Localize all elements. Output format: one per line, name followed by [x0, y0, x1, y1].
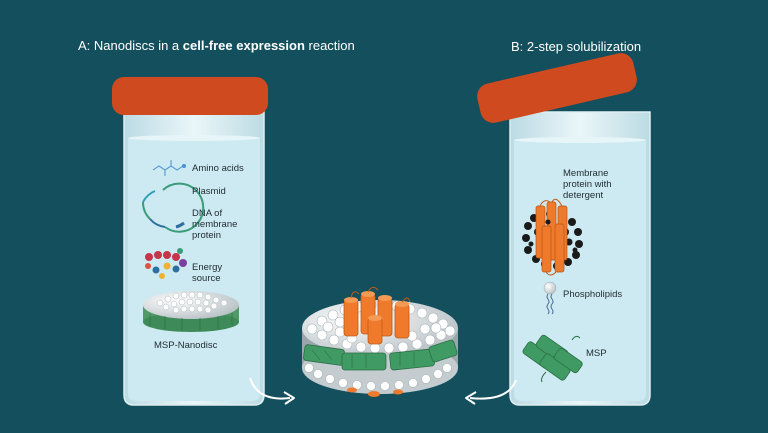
energy-source-icon — [145, 248, 187, 279]
membrane-protein-label: Membrane protein with detergent — [563, 168, 612, 201]
phospholipids-label: Phospholipids — [563, 289, 623, 300]
membrane-protein-detergent-icon — [522, 198, 583, 276]
arrow-right-icon — [465, 379, 517, 405]
plasmid-label: Plasmid — [192, 186, 226, 197]
msp-label: MSP — [586, 348, 607, 359]
panel-b-title: B: 2-step solubilization — [511, 39, 642, 54]
msp-nanodisc-small-icon — [143, 291, 239, 332]
msp-nanodisc-label: MSP-Nanodisc — [154, 340, 218, 351]
panel-a-title: A: Nanodiscs in a cell-free expression r… — [78, 38, 355, 53]
msp-protein-icon — [522, 334, 583, 383]
tube-a — [112, 77, 268, 406]
energy-source-label: Energy source — [192, 262, 223, 284]
plasmid-icon — [141, 182, 205, 233]
tube-b-cap — [477, 53, 637, 123]
amino-acids-label: Amino acids — [192, 163, 244, 174]
dna-label: DNA of membrane protein — [192, 208, 238, 241]
arrow-left-icon — [249, 377, 295, 405]
amino-acid-icon — [152, 160, 186, 176]
nanodisc-with-protein-large — [302, 286, 458, 397]
phospholipid-icon — [543, 281, 557, 315]
tube-a-cap — [112, 77, 268, 115]
